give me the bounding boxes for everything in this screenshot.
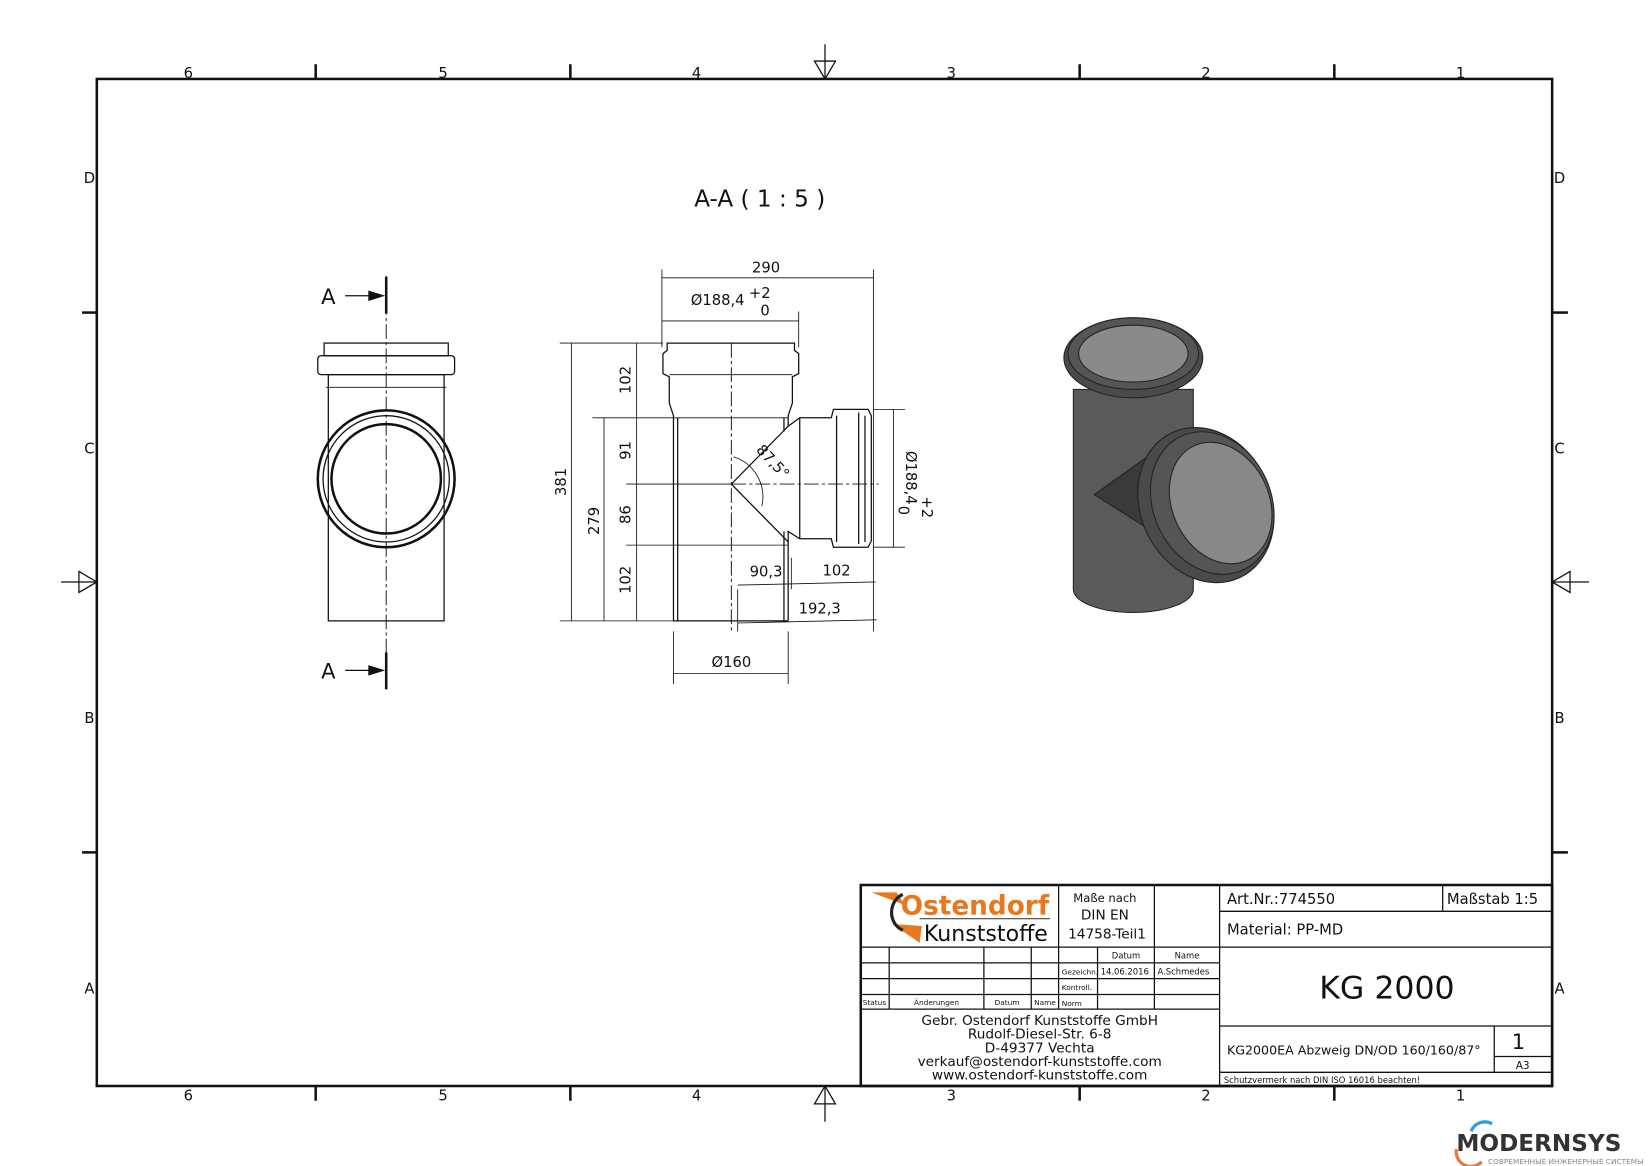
svg-text:Ø188,4: Ø188,4 bbox=[691, 292, 745, 309]
svg-text:C: C bbox=[1554, 441, 1564, 458]
svg-text:0: 0 bbox=[760, 303, 769, 320]
svg-text:1: 1 bbox=[1456, 65, 1465, 82]
svg-text:102: 102 bbox=[617, 566, 634, 594]
svg-text:86: 86 bbox=[617, 505, 634, 524]
svg-text:5: 5 bbox=[438, 1088, 447, 1105]
section-title: A-A ( 1 : 5 ) bbox=[694, 186, 825, 212]
svg-text:1: 1 bbox=[1512, 1029, 1525, 1054]
svg-text:B: B bbox=[1554, 710, 1564, 727]
svg-text:2: 2 bbox=[1201, 65, 1210, 82]
svg-text:KG2000EA Abzweig DN/OD 160/160: KG2000EA Abzweig DN/OD 160/160/87° bbox=[1227, 1042, 1481, 1057]
svg-text:Norm: Norm bbox=[1062, 999, 1082, 1008]
column-labels: 6 5 4 3 2 1 6 5 4 3 2 1 bbox=[184, 65, 1466, 1105]
dimension-labels: 290 Ø188,4 +2 0 381 279 102 91 86 102 Ø1… bbox=[553, 260, 935, 672]
svg-text:Rudolf-Diesel-Str. 6-8: Rudolf-Diesel-Str. 6-8 bbox=[968, 1027, 1112, 1043]
svg-text:87,5°: 87,5° bbox=[753, 442, 793, 483]
svg-text:СОВРЕМЕННЫЕ ИНЖЕНЕРНЫЕ СИСТЕМЫ: СОВРЕМЕННЫЕ ИНЖЕНЕРНЫЕ СИСТЕМЫ bbox=[1488, 1157, 1644, 1166]
dimensions bbox=[559, 269, 905, 685]
svg-text:0: 0 bbox=[895, 506, 912, 515]
centering-arrows bbox=[61, 44, 1589, 1122]
modernsys-watermark: MODERNSYS СОВРЕМЕННЫЕ ИНЖЕНЕРНЫЕ СИСТЕМЫ bbox=[1454, 1120, 1644, 1166]
svg-text:4: 4 bbox=[692, 65, 701, 82]
svg-text:Status: Status bbox=[863, 998, 887, 1007]
svg-text:Name: Name bbox=[1175, 951, 1200, 961]
svg-text:Schutzvermerk nach DIN ISO 160: Schutzvermerk nach DIN ISO 16016 beachte… bbox=[1224, 1075, 1420, 1085]
svg-text:MODERNSYS: MODERNSYS bbox=[1456, 1131, 1621, 1157]
svg-text:5: 5 bbox=[438, 65, 447, 82]
svg-text:90,3: 90,3 bbox=[750, 564, 783, 581]
ostendorf-logo: Ostendorf Kunststoffe bbox=[871, 891, 1051, 947]
row-labels: D C B A D C B A bbox=[84, 170, 1565, 997]
svg-text:D: D bbox=[84, 170, 95, 187]
section-marker-bottom: A bbox=[321, 659, 336, 684]
svg-text:3: 3 bbox=[947, 1088, 956, 1105]
isometric-3d-view bbox=[1063, 317, 1275, 613]
svg-text:Name: Name bbox=[1034, 998, 1056, 1007]
svg-text:6: 6 bbox=[184, 65, 193, 82]
title-block: Ostendorf Kunststoffe Maße nach DIN EN 1… bbox=[859, 883, 1554, 1088]
svg-text:A.Schmedes: A.Schmedes bbox=[1158, 966, 1210, 976]
svg-text:Datum: Datum bbox=[1112, 951, 1140, 961]
svg-text:14758-Teil1: 14758-Teil1 bbox=[1068, 927, 1146, 943]
section-view: 87,5° bbox=[662, 342, 879, 632]
svg-text:102: 102 bbox=[823, 563, 851, 580]
svg-text:Ostendorf: Ostendorf bbox=[901, 891, 1050, 921]
svg-text:4: 4 bbox=[692, 1088, 701, 1105]
svg-text:C: C bbox=[84, 441, 94, 458]
section-marker-top: A bbox=[321, 284, 336, 309]
svg-text:A: A bbox=[1554, 980, 1564, 997]
frame-ticks bbox=[82, 64, 1568, 1101]
svg-text:6: 6 bbox=[184, 1088, 193, 1105]
svg-text:1: 1 bbox=[1456, 1088, 1465, 1105]
company-address: Gebr. Ostendorf Kunststoffe GmbH Rudolf-… bbox=[918, 1013, 1162, 1084]
svg-text:290: 290 bbox=[752, 260, 780, 277]
svg-text:+2: +2 bbox=[918, 496, 935, 518]
svg-text:381: 381 bbox=[553, 468, 570, 496]
svg-text:verkauf@ostendorf-kunststoffe.: verkauf@ostendorf-kunststoffe.com bbox=[918, 1054, 1162, 1070]
svg-text:102: 102 bbox=[617, 366, 634, 394]
svg-text:Gezeichn.: Gezeichn. bbox=[1062, 967, 1098, 976]
svg-text:Maßstab 1:5: Maßstab 1:5 bbox=[1447, 891, 1538, 908]
svg-text:Material: PP-MD: Material: PP-MD bbox=[1227, 921, 1343, 938]
svg-text:Maße nach: Maße nach bbox=[1073, 891, 1136, 905]
svg-text:Ø188,4: Ø188,4 bbox=[902, 451, 919, 505]
svg-text:279: 279 bbox=[586, 507, 603, 535]
svg-text:KG 2000: KG 2000 bbox=[1319, 971, 1454, 1007]
svg-text:Gebr. Ostendorf Kunststoffe Gm: Gebr. Ostendorf Kunststoffe GmbH bbox=[921, 1013, 1158, 1029]
svg-text:DIN EN: DIN EN bbox=[1081, 908, 1129, 924]
svg-text:3: 3 bbox=[947, 65, 956, 82]
svg-text:Art.Nr.:774550: Art.Nr.:774550 bbox=[1227, 891, 1335, 908]
svg-text:2: 2 bbox=[1201, 1088, 1210, 1105]
svg-text:Kontroll.: Kontroll. bbox=[1062, 983, 1092, 992]
svg-text:B: B bbox=[84, 710, 94, 727]
svg-text:A3: A3 bbox=[1516, 1060, 1530, 1072]
svg-text:www.ostendorf-kunststoffe.com: www.ostendorf-kunststoffe.com bbox=[932, 1068, 1148, 1084]
svg-text:D-49377 Vechta: D-49377 Vechta bbox=[985, 1040, 1095, 1056]
svg-text:14.06.2016: 14.06.2016 bbox=[1101, 966, 1149, 976]
svg-text:192,3: 192,3 bbox=[799, 601, 841, 618]
svg-text:D: D bbox=[1554, 170, 1565, 187]
svg-text:A: A bbox=[84, 980, 94, 997]
svg-text:Kunststoffe: Kunststoffe bbox=[924, 921, 1048, 947]
svg-text:91: 91 bbox=[617, 441, 634, 460]
svg-text:Ø160: Ø160 bbox=[712, 654, 752, 671]
front-view: A A bbox=[316, 275, 456, 690]
svg-text:+2: +2 bbox=[749, 285, 771, 302]
svg-text:Änderungen: Änderungen bbox=[914, 998, 959, 1007]
svg-text:Datum: Datum bbox=[995, 998, 1020, 1007]
